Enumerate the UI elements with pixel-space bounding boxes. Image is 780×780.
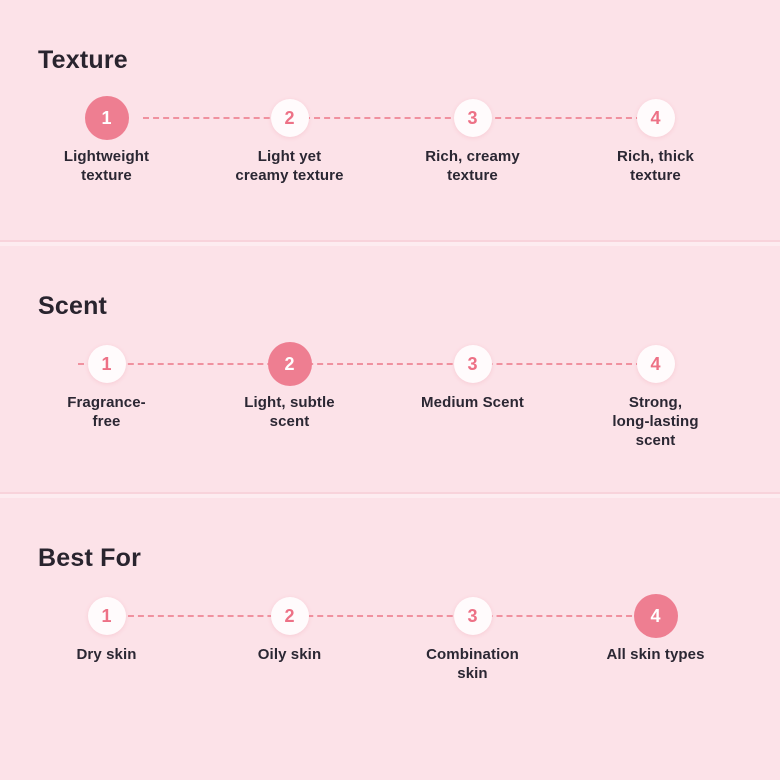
- step-number: 3: [467, 107, 478, 128]
- section-title-texture: Texture: [38, 46, 128, 74]
- step-number: 4: [650, 605, 661, 626]
- scent-stepper: 1 Fragrance- free 2 Light, subtle scent …: [38, 342, 742, 449]
- step-circle-3: 3: [453, 597, 492, 635]
- step-circle-4: 4: [636, 345, 675, 383]
- step-label: Fragrance- free: [67, 394, 146, 430]
- step-number: 2: [284, 353, 295, 374]
- step-label: Combination skin: [426, 646, 519, 682]
- step-texture-3: 3 Rich, creamy texture: [381, 96, 564, 185]
- step-best-for-3: 3 Combination skin: [381, 594, 564, 683]
- step-label: Light, subtle scent: [244, 394, 335, 430]
- step-circle-3: 3: [453, 99, 492, 137]
- step-label: Lightweight texture: [63, 148, 150, 184]
- texture-stepper: 1 Lightweight texture 2 Light yet creamy…: [38, 96, 742, 184]
- section-title-scent: Scent: [38, 292, 108, 320]
- step-scent-3: 3 Medium Scent: [381, 342, 564, 450]
- step-best-for-2: 2 Oily skin: [198, 594, 381, 683]
- dotted-track: [78, 363, 642, 365]
- step-number: 4: [650, 353, 661, 374]
- step-circle-2: 2: [267, 342, 312, 386]
- step-label: Light yet creamy texture: [235, 148, 344, 184]
- step-circle-1: 1: [87, 597, 126, 635]
- step-scent-4: 4 Strong, long-lasting scent: [564, 342, 747, 450]
- step-circle-3: 3: [453, 345, 492, 383]
- section-divider: [0, 240, 780, 246]
- step-texture-4: 4 Rich, thick texture: [564, 96, 747, 185]
- step-circle-2: 2: [270, 99, 309, 137]
- step-texture-2: 2 Light yet creamy texture: [198, 96, 381, 185]
- step-label: Oily skin: [257, 646, 322, 663]
- section-divider: [0, 492, 780, 498]
- step-circle-4: 4: [633, 594, 678, 638]
- step-circle-1: 1: [87, 345, 126, 383]
- step-label: Medium Scent: [421, 394, 524, 411]
- dotted-track: [143, 117, 642, 119]
- step-number: 4: [650, 107, 661, 128]
- step-circle-1: 1: [84, 96, 129, 140]
- step-number: 1: [101, 605, 112, 626]
- step-number: 1: [101, 353, 112, 374]
- step-label: Rich, creamy texture: [425, 148, 520, 184]
- step-number: 3: [467, 353, 478, 374]
- section-scent: Scent 1 Fragrance- free 2 Light, subtle …: [0, 246, 780, 492]
- section-title-best-for: Best For: [38, 544, 142, 572]
- step-label: All skin types: [606, 646, 705, 663]
- step-circle-2: 2: [270, 597, 309, 635]
- step-best-for-4: 4 All skin types: [564, 594, 747, 683]
- step-label: Rich, thick texture: [617, 148, 694, 184]
- step-texture-1: 1 Lightweight texture: [15, 96, 198, 185]
- step-best-for-1: 1 Dry skin: [15, 594, 198, 683]
- step-scent-1: 1 Fragrance- free: [15, 342, 198, 450]
- step-circle-4: 4: [636, 99, 675, 137]
- step-label: Dry skin: [76, 646, 137, 663]
- step-number: 2: [284, 107, 295, 128]
- step-number: 2: [284, 605, 295, 626]
- step-number: 3: [467, 605, 478, 626]
- section-texture: Texture 1 Lightweight texture 2 Light ye…: [0, 0, 780, 240]
- step-number: 1: [101, 107, 112, 128]
- step-label: Strong, long-lasting scent: [612, 394, 699, 449]
- step-scent-2: 2 Light, subtle scent: [198, 342, 381, 450]
- dotted-track: [118, 615, 642, 617]
- section-best-for: Best For 1 Dry skin 2 Oily skin 3 Combin…: [0, 498, 780, 780]
- best-for-stepper: 1 Dry skin 2 Oily skin 3 Combination ski…: [38, 594, 742, 682]
